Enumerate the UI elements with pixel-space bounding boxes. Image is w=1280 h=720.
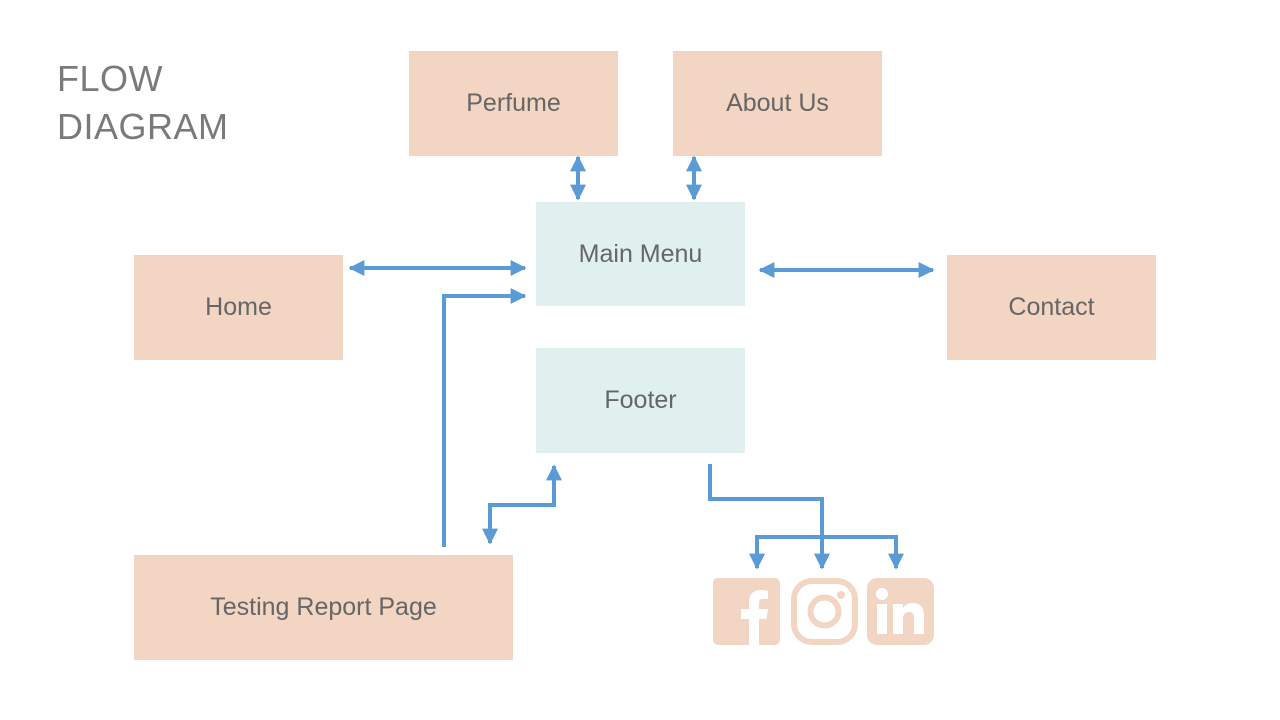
perfume-label: Perfume — [466, 89, 561, 117]
testing-report-page-box: Testing Report Page — [134, 555, 513, 660]
home-box: Home — [134, 255, 343, 360]
arrow-testing-report-main-menu — [442, 288, 527, 547]
connector-footer-social — [708, 464, 830, 570]
about-us-label: About Us — [726, 89, 829, 117]
linkedin-icon — [867, 578, 934, 645]
footer-box: Footer — [536, 348, 745, 453]
footer-label: Footer — [604, 386, 677, 414]
main-menu-label: Main Menu — [578, 239, 703, 268]
testing-report-page-label: Testing Report Page — [210, 593, 437, 621]
main-menu-box: Main Menu — [536, 202, 745, 306]
about-us-box: About Us — [673, 51, 882, 156]
diagram-title: FLOW DIAGRAM — [57, 55, 229, 151]
instagram-icon — [791, 578, 858, 645]
home-label: Home — [205, 293, 272, 321]
title-line-1: FLOW — [57, 58, 163, 99]
arrow-footer-testing-report — [482, 464, 562, 545]
contact-label: Contact — [1008, 293, 1095, 321]
connector-social-branches — [749, 535, 904, 570]
contact-box: Contact — [947, 255, 1156, 360]
perfume-box: Perfume — [409, 51, 618, 156]
title-line-2: DIAGRAM — [57, 106, 229, 147]
facebook-icon — [713, 578, 780, 645]
